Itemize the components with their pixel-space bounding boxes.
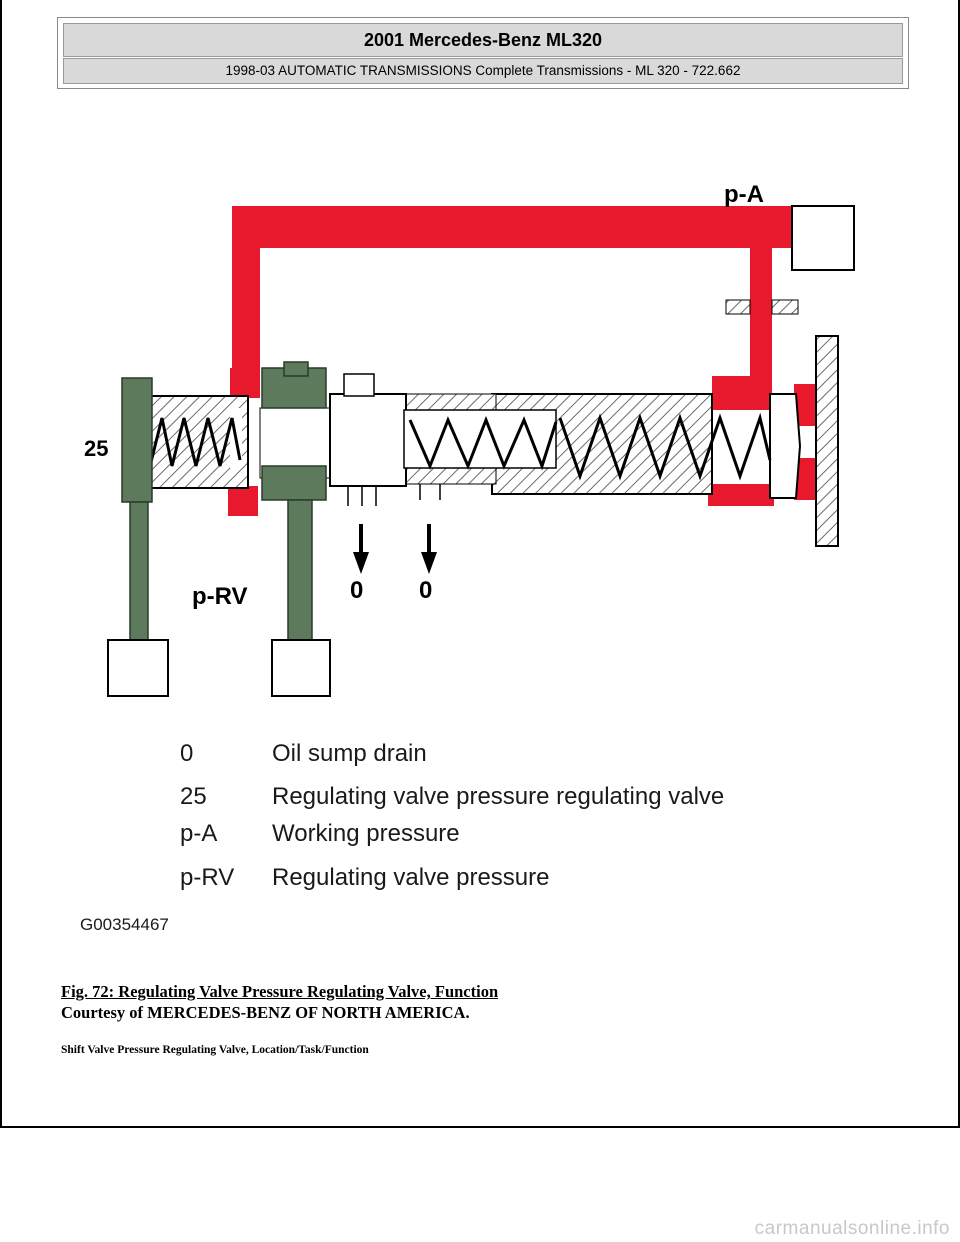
legend-desc-3: Regulating valve pressure: [272, 864, 550, 891]
page-border: [0, 0, 960, 1128]
figure-courtesy: Courtesy of MERCEDES-BENZ OF NORTH AMERI…: [61, 1003, 470, 1022]
label-pa: p-A: [724, 181, 764, 208]
return-spring-outer: [558, 412, 772, 481]
figure-caption: Fig. 72: Regulating Valve Pressure Regul…: [61, 982, 499, 1001]
header-title: 2001 Mercedes-Benz ML320: [63, 23, 903, 57]
label-25: 25: [84, 436, 108, 461]
legend-key-1: 25: [180, 783, 207, 810]
legend: 0 Oil sump drain 25 Regulating valve pre…: [180, 740, 724, 891]
legend-key-2: p-A: [180, 820, 217, 847]
legend-desc-0: Oil sump drain: [272, 740, 427, 767]
legend-key-3: p-RV: [180, 864, 234, 891]
header-subtitle: 1998-03 AUTOMATIC TRANSMISSIONS Complete…: [63, 58, 903, 84]
regulating-spring: [148, 417, 242, 467]
drain-arrow-2: [421, 524, 437, 574]
prv-box-right: [271, 639, 331, 697]
pa-line-hatch: [725, 299, 799, 315]
legend-key-0: 0: [180, 740, 193, 767]
prv-box-left: [107, 639, 169, 697]
graphic-id: G00354467: [80, 915, 169, 934]
working-pressure-line: [228, 206, 816, 516]
label-prv: p-RV: [192, 583, 248, 610]
watermark-area: carmanualsonline.info: [0, 1128, 960, 1242]
end-wall: [815, 335, 839, 547]
document-header: 2001 Mercedes-Benz ML320 1998-03 AUTOMAT…: [57, 17, 909, 89]
section-subheading: Shift Valve Pressure Regulating Valve, L…: [61, 1044, 369, 1056]
label-zero-1: 0: [350, 577, 363, 604]
legend-desc-1: Regulating valve pressure regulating val…: [272, 783, 724, 810]
label-zero-2: 0: [419, 577, 432, 604]
valve-diagram: p-A 25 p-RV 0 0 0 Oil sump drain 25 Regu…: [80, 181, 855, 934]
legend-desc-2: Working pressure: [272, 820, 460, 847]
watermark-text: carmanualsonline.info: [754, 1218, 950, 1239]
working-pressure-box: [791, 205, 855, 271]
return-spring-inner: [408, 415, 558, 471]
drain-arrow-1: [353, 524, 369, 574]
